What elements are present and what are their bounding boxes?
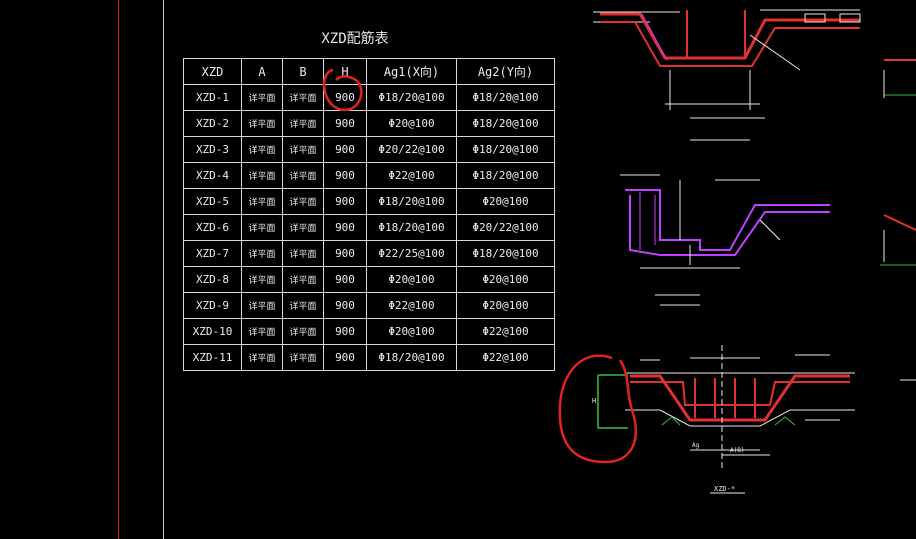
cell-xzd: XZD-4 xyxy=(183,162,242,189)
cell-xzd: XZD-3 xyxy=(183,136,242,163)
cell-ag1: Φ18/20@100 xyxy=(366,84,457,111)
annotation-circle-h-dim xyxy=(558,354,637,464)
cell-ag2: Φ22@100 xyxy=(456,344,555,371)
cell-ag2: Φ20/22@100 xyxy=(456,214,555,241)
cell-xzd: XZD-1 xyxy=(183,84,242,111)
cell-xzd: XZD-6 xyxy=(183,214,242,241)
cell-xzd: XZD-7 xyxy=(183,240,242,267)
cell-a: 详平面 xyxy=(241,214,283,241)
cell-b: 详平面 xyxy=(282,344,324,371)
cell-ag2: Φ20@100 xyxy=(456,292,555,319)
cell-ag2: Φ18/20@100 xyxy=(456,84,555,111)
cell-b: 详平面 xyxy=(282,266,324,293)
cell-ag2: Φ18/20@100 xyxy=(456,240,555,267)
cell-h: 900 xyxy=(323,188,367,215)
cell-h: 900 xyxy=(323,318,367,345)
ag-dim-label: Ag xyxy=(692,442,700,449)
cell-ag1: Φ18/20@100 xyxy=(366,344,457,371)
cell-ag2: Φ18/20@100 xyxy=(456,110,555,137)
detail-top-pit xyxy=(593,9,861,141)
frame-border-red xyxy=(118,0,119,539)
cell-ag2: Φ22@100 xyxy=(456,318,555,345)
cell-b: 详平面 xyxy=(282,214,324,241)
cell-ag2: Φ20@100 xyxy=(456,266,555,293)
table-title: XZD配筋表 xyxy=(321,31,389,47)
cell-ag1: Φ20@100 xyxy=(366,110,457,137)
table-header-row: XZD A B H Ag1(X向) Ag2(Y向) xyxy=(183,58,555,85)
cell-h: 900 xyxy=(323,162,367,189)
cell-ag1: Φ20@100 xyxy=(366,318,457,345)
a-dim-label: A(B) xyxy=(730,447,744,454)
header-a: A xyxy=(241,58,283,85)
cell-a: 详平面 xyxy=(241,318,283,345)
detail-middle-section xyxy=(620,174,830,306)
annotation-circle-h xyxy=(323,68,363,112)
h-dim-label: H xyxy=(592,397,596,405)
cell-b: 详平面 xyxy=(282,188,324,215)
xzd-section-detail: H Ag A(B) XZD-* xyxy=(592,345,855,494)
cell-h: 900 xyxy=(323,266,367,293)
cell-ag2: Φ18/20@100 xyxy=(456,162,555,189)
section-label: XZD-* xyxy=(714,485,735,493)
cell-a: 详平面 xyxy=(241,136,283,163)
cell-a: 详平面 xyxy=(241,344,283,371)
cell-ag1: Φ22@100 xyxy=(366,292,457,319)
frame-border-white xyxy=(163,0,164,539)
detail-right-fragments xyxy=(880,59,916,381)
cell-xzd: XZD-11 xyxy=(183,344,242,371)
header-ag2: Ag2(Y向) xyxy=(456,58,555,85)
cell-a: 详平面 xyxy=(241,266,283,293)
